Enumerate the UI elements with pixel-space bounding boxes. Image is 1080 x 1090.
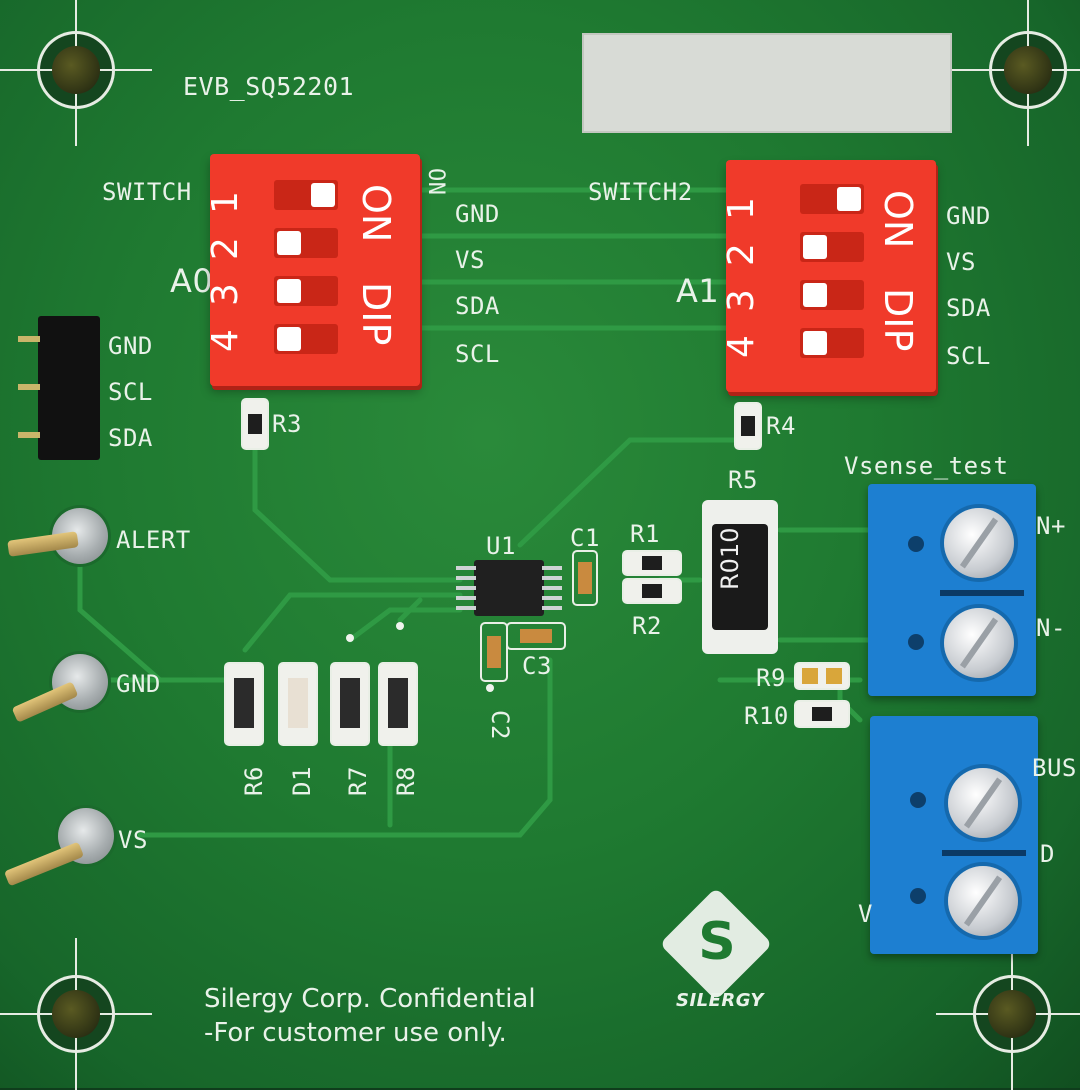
r10-label: R10: [744, 702, 789, 730]
vsense-neg-label: N-: [1036, 614, 1066, 642]
dip-left-toggle-2[interactable]: [274, 228, 338, 258]
terminal-block-vsense[interactable]: [868, 484, 1036, 696]
silergy-logo-icon: S: [698, 912, 736, 972]
dip-left-toggle-1[interactable]: [274, 180, 338, 210]
r5-marking: R010: [716, 527, 744, 590]
screw-bus[interactable]: [948, 768, 1018, 838]
test-point-alert-label: ALERT: [116, 526, 191, 554]
dip-left-pos-3: 3: [204, 283, 246, 306]
terminal-v-label: V: [858, 900, 873, 928]
resistor-r2: [624, 580, 680, 602]
dip-right-pos-2: 2: [720, 243, 762, 266]
resistor-r1: [624, 552, 680, 574]
mounting-hole-bottom-right: [936, 938, 1080, 1090]
terminal-block-bus[interactable]: [870, 716, 1038, 954]
test-point-gnd-label: GND: [116, 670, 161, 698]
r8-label: R8: [392, 766, 420, 796]
screw-n-minus[interactable]: [944, 608, 1014, 678]
terminal-bus-label: BUS: [1032, 754, 1077, 782]
switch-left-on-mark: ON: [423, 168, 448, 196]
mounting-hole-top-left: [0, 0, 152, 146]
dip-left-toggle-4[interactable]: [274, 324, 338, 354]
r7-label: R7: [344, 766, 372, 796]
r3-label: R3: [272, 410, 302, 438]
header-label-sda: SDA: [108, 424, 153, 452]
confidential-line-2: -For customer use only.: [204, 1018, 507, 1048]
dip-left-pos-1: 1: [204, 191, 246, 214]
dip-switch-left[interactable]: 1 2 3 4 ON DIP: [205, 154, 420, 386]
dip-left-toggle-3[interactable]: [274, 276, 338, 306]
dip-right-on-text: ON: [876, 190, 920, 249]
r2-label: R2: [632, 612, 662, 640]
switch-left-name: SWITCH: [102, 178, 192, 206]
capacitor-c3: [508, 624, 564, 648]
dip-right-toggle-1[interactable]: [800, 184, 864, 214]
bus-label-vs: VS: [455, 246, 485, 274]
dip-left-pos-4: 4: [204, 329, 246, 352]
dip-left-on-text: ON: [354, 184, 398, 243]
capacitor-c1: [574, 552, 596, 604]
vsense-title: Vsense_test: [844, 452, 1009, 480]
u1-label: U1: [486, 532, 516, 560]
mounting-hole-top-right: [952, 0, 1080, 146]
test-point-vs-label: VS: [118, 826, 148, 854]
switch-right-address-label: A1: [676, 272, 720, 310]
bus-label-scl: SCL: [455, 340, 500, 368]
r4-label: R4: [766, 412, 796, 440]
r6-label: R6: [240, 766, 268, 796]
silergy-logo-text: SILERGY: [676, 990, 764, 1011]
resistor-r3: [243, 400, 267, 448]
terminal-gnd-label: D: [1040, 840, 1055, 868]
blank-label-area: [582, 33, 952, 133]
c1-label: C1: [570, 524, 600, 552]
dip-left-pos-2: 2: [204, 237, 246, 260]
confidential-line-1: Silergy Corp. Confidential: [204, 984, 536, 1014]
switch-right-name: SWITCH2: [588, 178, 693, 206]
dip-right-toggle-2[interactable]: [800, 232, 864, 262]
dip-right-pos-3: 3: [720, 289, 762, 312]
switch-left-address-label: A0: [170, 262, 214, 300]
resistor-r8: [380, 664, 416, 744]
resistor-r6: [226, 664, 262, 744]
d1-label: D1: [288, 766, 316, 796]
dip-right-toggle-4[interactable]: [800, 328, 864, 358]
right-label-sda: SDA: [946, 294, 991, 322]
resistor-r9: [796, 664, 848, 688]
vsense-pos-label: N+: [1036, 512, 1066, 540]
bus-label-gnd: GND: [455, 200, 500, 228]
right-label-gnd: GND: [946, 202, 991, 230]
c3-label: C3: [522, 652, 552, 680]
dip-right-pos-4: 4: [720, 335, 762, 358]
dip-right-toggle-3[interactable]: [800, 280, 864, 310]
ic-u1: [474, 560, 544, 616]
diode-d1: [280, 664, 316, 744]
screw-gnd[interactable]: [948, 866, 1018, 936]
r9-label: R9: [756, 664, 786, 692]
dip-right-dip-text: DIP: [876, 288, 920, 352]
resistor-r4: [736, 404, 760, 448]
dip-right-pos-1: 1: [720, 197, 762, 220]
r5-label: R5: [728, 466, 758, 494]
pin-header[interactable]: [18, 316, 100, 460]
right-label-scl: SCL: [946, 342, 991, 370]
dip-left-dip-text: DIP: [354, 282, 398, 346]
right-label-vs: VS: [946, 248, 976, 276]
resistor-r7: [332, 664, 368, 744]
screw-n-plus[interactable]: [944, 508, 1014, 578]
c2-label: C2: [486, 710, 514, 740]
mounting-hole-bottom-left: [0, 938, 152, 1090]
r1-label: R1: [630, 520, 660, 548]
capacitor-c2: [482, 624, 506, 680]
resistor-r10: [796, 702, 848, 726]
shunt-resistor-r5: R010: [702, 500, 778, 654]
bus-label-sda: SDA: [455, 292, 500, 320]
dip-switch-right[interactable]: 1 2 3 4 ON DIP: [721, 160, 936, 392]
board-id-label: EVB_SQ52201: [183, 72, 355, 101]
header-label-gnd: GND: [108, 332, 153, 360]
header-label-scl: SCL: [108, 378, 153, 406]
